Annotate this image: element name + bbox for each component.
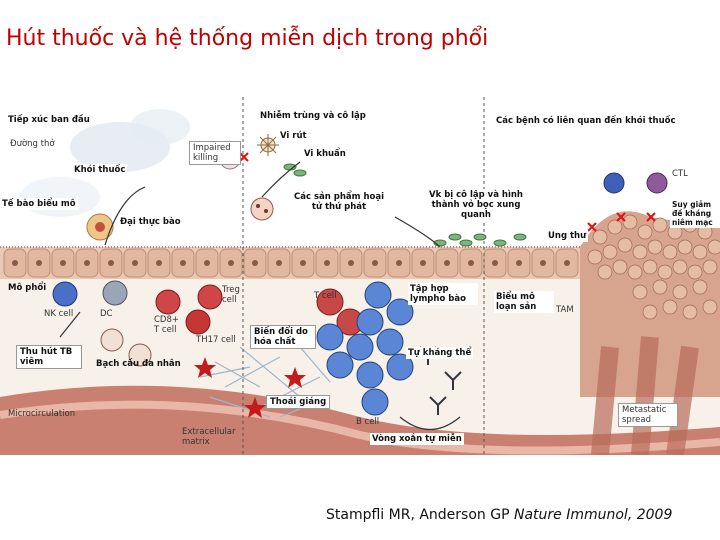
epithelial-layer	[0, 246, 600, 279]
label-extracellular-matrix: Extracellular matrix	[182, 427, 236, 447]
diagram-illustration	[0, 97, 720, 457]
immune-cells	[52, 280, 223, 367]
ctl-cell-2	[646, 172, 668, 194]
label-epithelial-cell: Tế bào biểu mô	[0, 198, 78, 210]
smoke-cloud-2	[130, 109, 190, 145]
label-infection-isolation: Nhiễm trùng và cô lập	[258, 110, 368, 122]
label-chemical-modification: Biến đổi do hóa chất	[250, 325, 316, 349]
citation-authors: Stampfli MR, Anderson GP	[326, 507, 514, 523]
label-smoking-diseases: Các bệnh có liên quan đến khói thuốc	[494, 115, 678, 127]
label-virus: Vi rút	[280, 131, 307, 141]
label-ctl: CTL	[672, 169, 688, 179]
pathway-arrows	[59, 161, 461, 430]
label-macrophage: Đại thực bào	[120, 217, 181, 227]
label-microcirculation: Microcirculation	[8, 409, 76, 419]
lymphocyte-aggregate	[316, 281, 414, 416]
citation-journal: Nature Immunol, 2009	[513, 507, 673, 523]
label-metastatic-spread: Metastatic spread	[618, 403, 678, 427]
microcirculation-vessel	[0, 336, 720, 457]
necrotic-debris	[250, 197, 274, 221]
label-bacteria: Vi khuẩn	[304, 149, 346, 159]
label-dc: DC	[100, 309, 113, 319]
label-tam: TAM	[556, 305, 574, 315]
label-degradation: Thoái giáng	[266, 395, 331, 409]
label-neutrophil-recruit: Thu hút TB viêm	[16, 345, 82, 369]
label-cancer: Ung thư	[546, 230, 589, 242]
slide-title: Hút thuốc và hệ thống miễn dịch trong ph…	[6, 26, 489, 51]
label-necrotic-products: Các sản phẩm hoại tử thứ phát	[292, 191, 386, 213]
label-nk-cell: NK cell	[44, 309, 74, 319]
label-t-cell: T cell	[314, 291, 337, 301]
figure-citation: Stampfli MR, Anderson GP Nature Immunol,…	[326, 507, 672, 523]
label-autoantibody: Tự kháng thể	[406, 347, 474, 359]
label-impaired-killing: Impaired killing	[189, 141, 241, 165]
label-dysplasia: Biểu mô loạn sản	[494, 291, 554, 313]
blocked-markers	[239, 152, 656, 232]
label-cd8-t-cell: CD8+ T cell	[154, 315, 180, 335]
label-first-exposure: Tiếp xúc ban đầu	[8, 115, 90, 125]
label-smoke: Khói thuốc	[72, 164, 128, 176]
label-neutrophils: Bạch cầu đa nhân	[96, 359, 181, 369]
lung-immunology-diagram: Tiếp xúc ban đầu Đường thở Khói thuốc Tế…	[0, 97, 720, 457]
smoke-cloud-3	[20, 177, 100, 217]
label-autoimmune-loop: Vòng xoắn tự miễn	[370, 433, 464, 445]
label-isolated-bacteria: Vk bị cô lập và hình thành vỏ bọc xung q…	[424, 189, 528, 221]
label-lymphocyte-aggregate: Tập hợp lympho bào	[408, 283, 478, 305]
label-treg-cell: Treg cell	[222, 285, 240, 305]
label-th17-cell: TH17 cell	[196, 335, 236, 345]
label-immune-suppression: Suy giảm đề kháng niêm mạc	[670, 199, 720, 228]
ctl-cell	[603, 172, 625, 194]
chemical-stars	[194, 357, 306, 418]
label-b-cell: B cell	[356, 417, 380, 427]
label-airway: Đường thở	[10, 139, 55, 149]
virus-particle	[257, 134, 279, 156]
label-lung-tissue: Mô phổi	[8, 283, 47, 293]
